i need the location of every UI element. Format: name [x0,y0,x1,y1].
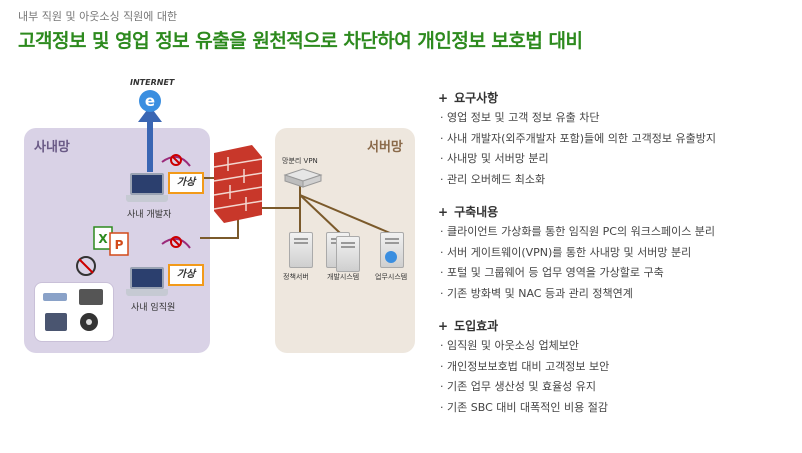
connection-lines [76,106,391,276]
firewall-icon [213,145,263,223]
summary-list: + 요구사항 영업 정보 및 고객 정보 유출 차단 사내 개발자(외주개발자 포… [438,88,798,430]
virtual-box-developer: 가상 [168,172,204,194]
section-heading: + 구축내용 [438,202,798,222]
vpn-label: 망분리 VPN [282,157,318,165]
plus-icon: + [438,205,449,219]
list-item: 사내망 및 서버망 분리 [438,149,798,170]
list-item: 서버 게이트웨이(VPN)를 통한 사내망 및 서버망 분리 [438,243,798,264]
employee-label: 사내 임직원 [131,303,176,313]
server-zone-label: 서버망 [367,140,403,155]
internet-label: INTERNET [130,78,175,87]
list-item: 사내 개발자(외주개발자 포함)들에 의한 고객정보 유출방지 [438,129,798,150]
svg-text:X: X [98,232,108,246]
section-heading: + 요구사항 [438,88,798,108]
plus-icon: + [438,91,449,105]
list-item: 개인정보보호법 대비 고객정보 보안 [438,357,798,378]
virtual-box-employee: 가상 [168,264,204,286]
globe-icon [385,251,397,263]
svg-text:e: e [145,92,155,110]
list-item: 기존 SBC 대비 대폭적인 비용 절감 [438,398,798,419]
dev-system-label: 개발시스템 [327,273,360,281]
camera-icon [45,313,67,331]
section-heading-text: 요구사항 [454,91,499,105]
requirements-section: + 요구사항 영업 정보 및 고객 정보 유출 차단 사내 개발자(외주개발자 포… [438,88,798,190]
implementation-section: + 구축내용 클라이언트 가상화를 통한 임직원 PC의 워크스페이스 분리 서버… [438,202,798,304]
dev-system-server-icon-2 [336,236,360,272]
external-devices-icons [43,289,103,331]
developer-label: 사내 개발자 [127,210,172,220]
usb-drive-icon [43,293,67,301]
effects-section: + 도입효과 임직원 및 아웃소싱 업체보안 개인정보보호법 대비 고객정보 보안… [438,316,798,418]
developer-laptop-icon [126,173,168,203]
business-system-label: 업무시스템 [375,273,408,281]
internal-zone-label: 사내망 [34,140,70,155]
blocked-arrow-employee [161,236,191,249]
internet-explorer-icon: e [139,90,161,112]
section-heading-text: 구축내용 [454,205,499,219]
employee-laptop-icon [126,267,168,297]
list-item: 기존 방화벽 및 NAC 등과 관리 정책연계 [438,284,798,305]
policy-server-label: 정책서버 [283,273,309,281]
section-heading: + 도입효과 [438,316,798,336]
svg-text:P: P [115,238,124,252]
list-item: 영업 정보 및 고객 정보 유출 차단 [438,108,798,129]
list-item: 포털 및 그룹웨어 등 업무 영역을 가상할로 구축 [438,263,798,284]
internet-arrow [138,106,162,172]
blocked-device-icon [76,256,96,276]
plus-icon: + [438,319,449,333]
list-item: 클라이언트 가상화를 통한 임직원 PC의 워크스페이스 분리 [438,222,798,243]
blocked-arrow-developer [161,154,191,167]
page-subtitle: 내부 직원 및 아웃소싱 직원에 대한 [18,10,178,23]
network-diagram: 사내망 서버망 [0,60,430,453]
office-documents-icon: X P [93,226,129,256]
printer-icon [79,289,103,305]
vpn-gateway-icon [283,168,323,188]
policy-server-icon [289,232,313,268]
list-item: 관리 오버헤드 최소화 [438,170,798,191]
section-heading-text: 도입효과 [454,319,499,333]
external-devices-box [34,282,114,342]
page-title: 고객정보 및 영업 정보 유출을 원천적으로 차단하여 개인정보 보호법 대비 [18,30,583,52]
list-item: 기존 업무 생산성 및 효율성 유지 [438,377,798,398]
list-item: 임직원 및 아웃소싱 업체보안 [438,336,798,357]
